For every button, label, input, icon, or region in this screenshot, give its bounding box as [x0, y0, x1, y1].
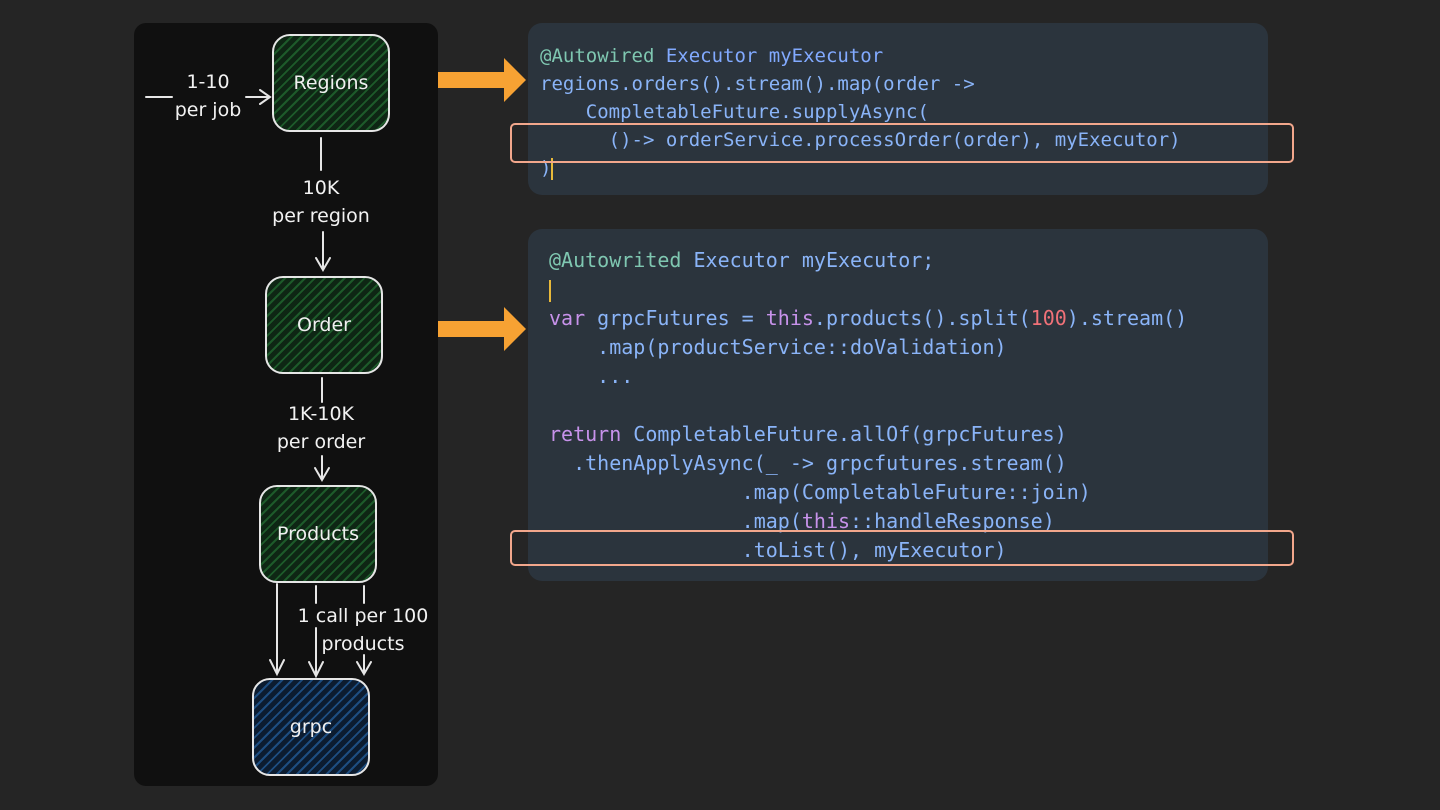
arrow-to-code-1 [438, 58, 526, 102]
code1-executor-decl: Executor myExecutor [654, 45, 884, 67]
order-node: Order [265, 276, 383, 374]
code2-number: 100 [1030, 306, 1067, 330]
code2-line-1: @Autowrited Executor myExecutor; [549, 248, 934, 272]
code1-closing-paren: ) [540, 157, 552, 179]
products-grpc-arrow-1 [269, 583, 285, 677]
code2-line-3: var grpcFutures = this.products().split(… [549, 306, 1187, 330]
code2-line-5: ... [549, 364, 634, 388]
code2-this-keyword-2: this [801, 509, 851, 533]
code2-handle-response: ::handleResponse) [850, 509, 1055, 533]
orders-count: 10K [302, 177, 340, 199]
code2-products-call: .products().split( [813, 306, 1031, 330]
products-count-label: 1K-10K per order [262, 400, 380, 456]
code2-line-9: .map(CompletableFuture::join) [549, 480, 1091, 504]
orders-unit: per region [272, 205, 370, 227]
code1-annotation: @Autowired [540, 45, 655, 67]
code2-map-prefix: .map( [549, 509, 802, 533]
products-count: 1K-10K [287, 403, 355, 425]
text-cursor [551, 157, 554, 180]
code1-line-4: ()-> orderService.processOrder(order), m… [540, 129, 1181, 151]
code2-line-8: .thenApplyAsync(_ -> grpcfutures.stream(… [549, 451, 1067, 475]
code1-highlight-box [510, 123, 1294, 163]
code2-this-keyword: this [765, 306, 814, 330]
code1-line-5: ) [540, 157, 554, 180]
products-unit: per order [276, 431, 366, 453]
code2-line-11: .toList(), myExecutor) [549, 538, 1007, 562]
code2-annotation: @Autowrited [549, 248, 682, 272]
products-grpc-arrow-3 [356, 585, 372, 676]
code2-stream-call: ).stream() [1066, 306, 1188, 330]
products-grpc-arrow-2 [308, 585, 324, 679]
diagram-panel [134, 23, 438, 786]
regions-order-arrow [315, 231, 331, 272]
job-arrow [245, 89, 272, 105]
regions-node-label: Regions [293, 72, 369, 94]
calls-label: 1 call per 100 products [290, 602, 436, 658]
grpc-node-label: grpc [289, 716, 333, 738]
products-node-label: Products [276, 523, 360, 545]
code2-return-keyword: return [549, 422, 622, 446]
products-node: Products [259, 485, 377, 583]
jobs-unit: per job [174, 99, 242, 121]
code2-line-7: return CompletableFuture.allOf(grpcFutur… [549, 422, 1067, 446]
jobs-count: 1-10 [186, 71, 230, 93]
arrow-to-code-2 [438, 307, 526, 351]
order-node-label: Order [297, 314, 351, 336]
text-cursor-2 [549, 279, 551, 302]
jobs-label: 1-10 per job [168, 68, 248, 124]
regions-node: Regions [272, 34, 390, 132]
code2-line-10: .map(this::handleResponse) [549, 509, 1055, 533]
code2-executor-decl: Executor myExecutor; [681, 248, 935, 272]
calls-line-1: 1 call per 100 [297, 605, 429, 627]
code1-line-3: CompletableFuture.supplyAsync( [540, 101, 929, 123]
code1-line-2: regions.orders().stream().map(order -> [540, 73, 975, 95]
orders-label: 10K per region [262, 174, 380, 230]
calls-line-2: products [321, 633, 405, 655]
code-panel-1 [528, 23, 1268, 195]
order-products-arrow [314, 455, 330, 482]
code-panel-2 [528, 229, 1268, 581]
code2-line-4: .map(productService::doValidation) [549, 335, 1007, 359]
code-block-1: @Autowired Executor myExecutor regions.o… [540, 42, 1181, 182]
code1-line-1: @Autowired Executor myExecutor [540, 45, 883, 67]
grpc-node: grpc [252, 678, 370, 776]
code2-allof-call: CompletableFuture.allOf(grpcFutures) [621, 422, 1067, 446]
code2-var-name: grpcFutures = [585, 306, 766, 330]
code2-highlight-box [510, 530, 1294, 566]
code-block-2: @Autowrited Executor myExecutor; var grp… [549, 246, 1187, 565]
code2-var-keyword: var [549, 306, 586, 330]
